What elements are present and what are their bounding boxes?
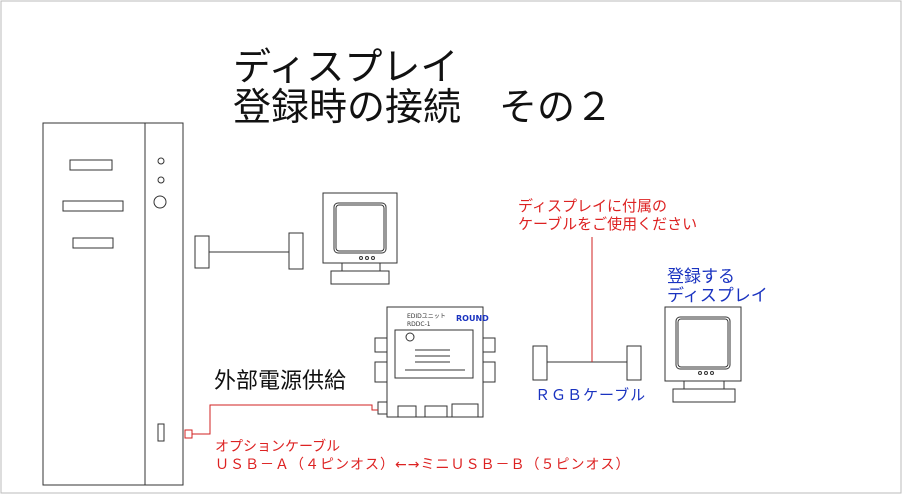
title-line-2: 登録時の接続 その２ — [233, 85, 614, 129]
registered-display-label-1: 登録する — [667, 267, 735, 287]
edid-unit-name: EDIDユニット — [407, 313, 446, 320]
edid-unit — [374, 306, 496, 418]
option-usb-cable — [184, 404, 378, 439]
registered-display — [664, 306, 742, 403]
round-logo: ROUND — [456, 314, 489, 323]
option-cable-label-1: オプションケーブル — [215, 439, 341, 455]
title-line-1: ディスプレイ — [233, 45, 459, 89]
rgb-cable-label: ＲＧＢケーブル — [535, 386, 647, 404]
external-power-label: 外部電源供給 — [214, 369, 347, 394]
option-cable-label-2: ＵＳＢ－Ａ（４ピンオス）←→ミニＵＳＢ－Ｂ（５ピンオス） — [215, 457, 631, 473]
pc-monitor — [322, 192, 398, 285]
registered-display-label-2: ディスプレイ — [667, 286, 768, 306]
pc-tower — [42, 122, 184, 486]
pc-monitor-cable — [194, 232, 304, 270]
edid-unit-model: RDDC-1 — [407, 321, 431, 328]
cable-note-line-1: ディスプレイに付属の — [518, 197, 667, 215]
cable-note-line-2: ケーブルをご使用ください — [518, 215, 698, 233]
rgb-cable — [532, 345, 642, 381]
